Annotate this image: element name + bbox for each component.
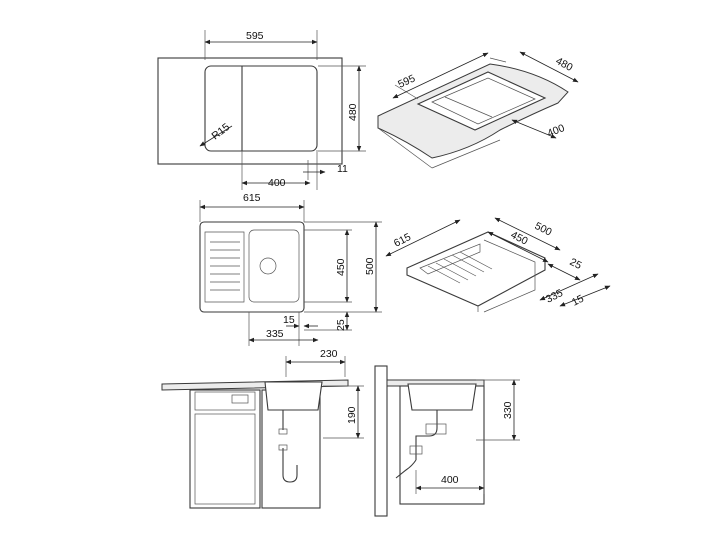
countertop-outline (157, 57, 343, 165)
side-install-view: 330 400 (374, 365, 520, 517)
dim-drainer-edge-label: 15 (283, 314, 295, 326)
dim-drainer-depth-label: 500 (364, 257, 376, 275)
drainer-bowl (248, 229, 300, 303)
iso-dim-drainer-bowl-depth-line (487, 231, 549, 263)
side-dim-height-label: 330 (502, 401, 514, 419)
iso-dim-drainer-edge-label: 15 (570, 293, 586, 309)
side-wall (374, 365, 388, 517)
front-sink-bowl (264, 381, 323, 411)
dim-drainer-bowl-depth-label: 450 (335, 258, 347, 276)
drain-hole (259, 257, 277, 275)
dim-depth-label: 480 (347, 103, 359, 121)
dim-drainer-front-label: 25 (335, 319, 347, 331)
iso-dim-drainer-width-label: 615 (392, 231, 413, 250)
sink-outline (204, 65, 318, 152)
side-sink-bowl (407, 383, 477, 411)
iso-dim-drainer-front-label: 25 (568, 256, 584, 272)
front-dim-offset-label: 230 (320, 348, 338, 360)
front-cabinet-left (189, 389, 261, 509)
front-dim-height-label: 190 (346, 406, 358, 424)
iso-dim-drainer-width-line (385, 219, 461, 257)
side-siphon (395, 410, 438, 479)
iso-dim-drainer-edge-line (559, 285, 611, 307)
top-view-drainer-sink: 615 450 500 335 15 25 (199, 192, 382, 346)
iso-dim-inset-line (511, 119, 557, 139)
dim-drainer-width-label: 615 (243, 192, 261, 204)
drainer-sink-outline (199, 221, 305, 313)
dim-offset-label: 11 (337, 163, 348, 175)
dim-inset-label: 400 (268, 177, 286, 189)
drainer-area (204, 231, 245, 303)
dim-width-label: 595 (246, 30, 264, 42)
top-view-plain-sink: 595 480 R15 400 11 (157, 30, 366, 190)
iso-view-plain-sink: 595 480 400 (377, 51, 579, 169)
iso-dim-depth-line (519, 51, 579, 83)
side-dim-distance-label: 400 (441, 474, 459, 486)
iso-dim-width-line (392, 52, 489, 99)
radius-leader (199, 125, 233, 147)
front-install-view: 230 190 (161, 348, 364, 509)
iso-dim-inset-label: 400 (546, 122, 567, 140)
front-siphon (282, 410, 298, 483)
iso-dim-drainer-depth-label: 500 (533, 220, 554, 239)
iso-view-drainer-sink: 615 500 450 25 335 15 (385, 217, 611, 313)
dim-drainer-bowl-width-label: 335 (266, 328, 284, 340)
